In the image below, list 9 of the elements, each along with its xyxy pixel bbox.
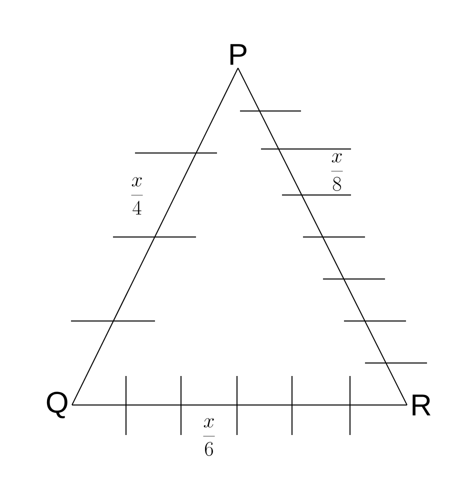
triangle-side (72, 404, 408, 406)
length-label: $\frac{x}{6}$ (203, 418, 215, 456)
length-label: $\frac{x}{4}$ (131, 177, 143, 215)
vertex-label: R (412, 394, 430, 416)
length-label: $\frac{x}{8}$ (331, 153, 343, 191)
vertex-label: Q (46, 392, 68, 418)
triangle-side (72, 68, 238, 406)
vertex-label: P (230, 44, 246, 65)
triangle-side (238, 68, 408, 406)
